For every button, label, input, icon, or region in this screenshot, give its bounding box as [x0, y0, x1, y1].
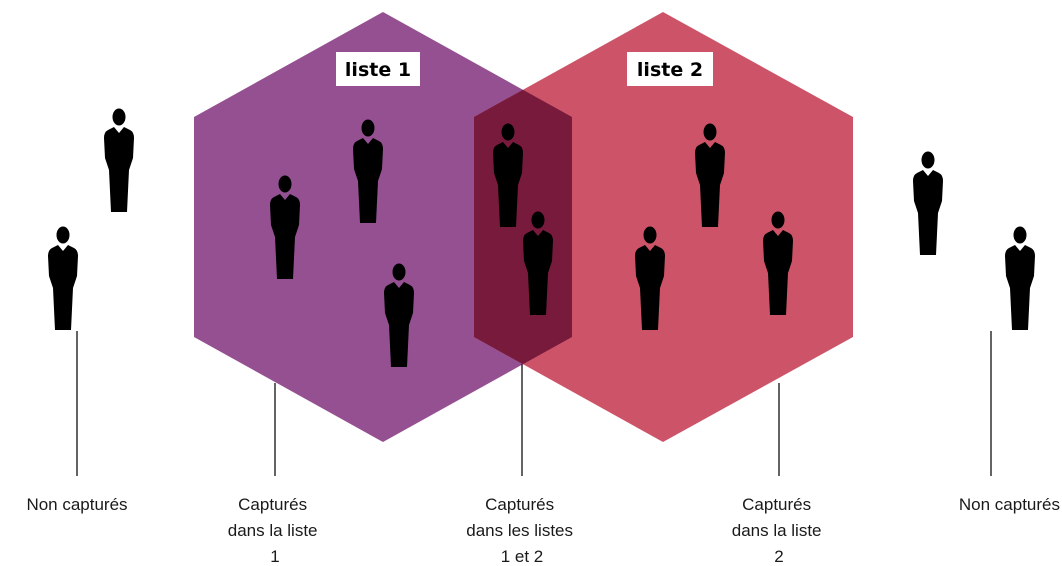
caption-captured-list-1: Capturés dans la liste 1 — [228, 495, 323, 566]
overlap-region — [474, 12, 572, 442]
caption-captured-both: Capturés dans les listes 1 et 2 — [466, 495, 578, 566]
caption-captured-list-2: Capturés dans la liste 2 — [732, 495, 827, 566]
person-icon — [104, 108, 134, 212]
person-icon — [913, 151, 943, 255]
caption-not-captured-left: Non capturés — [26, 495, 127, 514]
leader-lines — [76, 331, 992, 476]
person-icon — [48, 226, 78, 330]
caption-not-captured-right: Non capturés — [959, 495, 1060, 514]
list-1-label-text: liste 1 — [345, 59, 411, 81]
list-2-label-box — [627, 52, 713, 86]
list-1-label: liste 1 — [336, 52, 420, 86]
person-icon — [1005, 226, 1035, 330]
list-1-label-box — [336, 52, 420, 86]
list-2-label: liste 2 — [627, 52, 713, 86]
list-2-label-text: liste 2 — [637, 59, 703, 81]
